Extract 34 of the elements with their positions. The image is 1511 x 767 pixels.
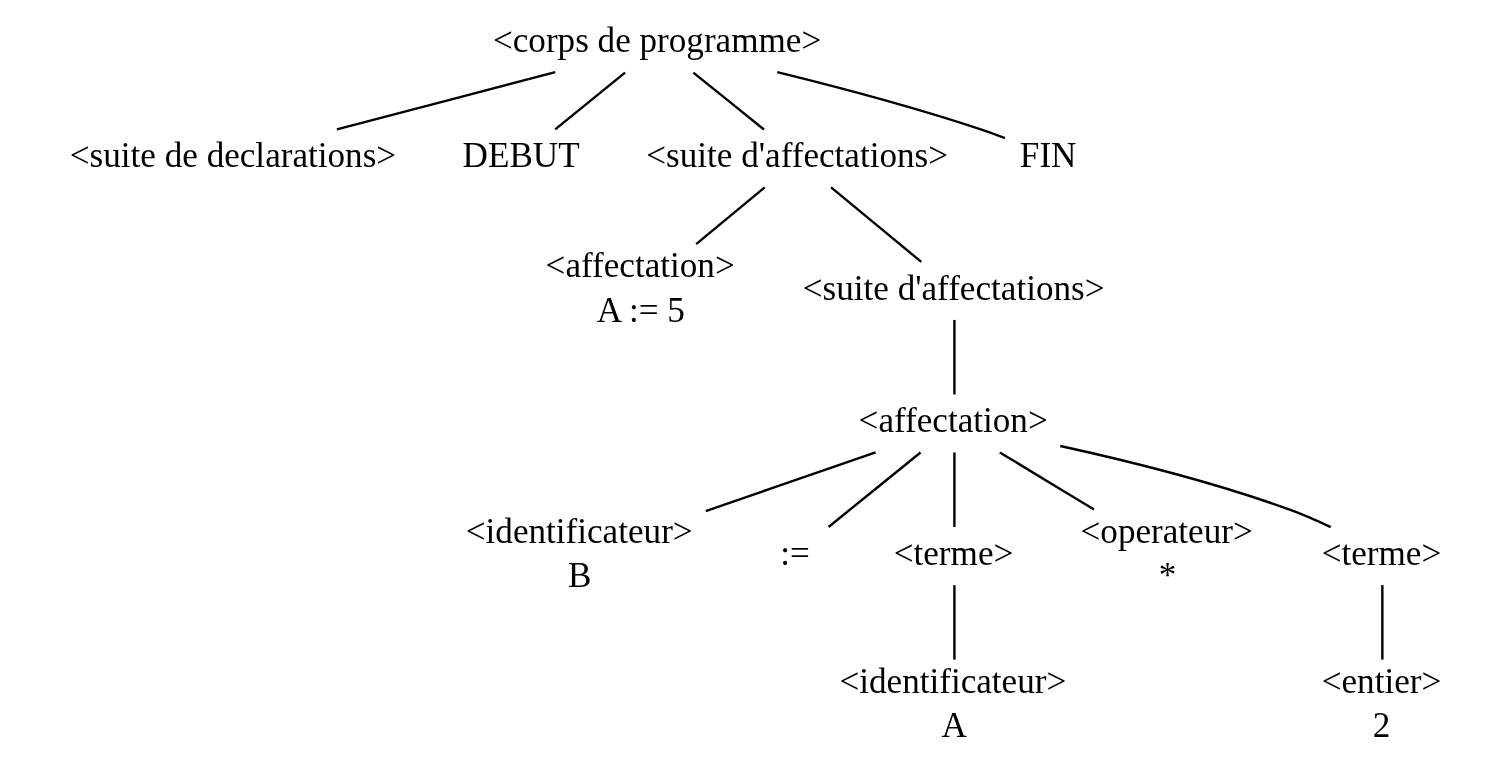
connector [704,451,876,513]
node-text: <identificateur> [838,661,1066,701]
node-text: <terme> [893,533,1013,573]
connector [692,71,765,131]
connector [827,451,921,528]
node-label: A [941,706,967,746]
node-text: <suite d'affectations> [802,268,1105,308]
node-text: DEBUT [462,136,580,176]
node-text: <terme> [1321,533,1441,573]
node-label: * [1158,556,1176,596]
node-text: <affectation> [545,246,735,286]
connector [998,451,1095,511]
node-text: <suite d'affectations> [645,136,948,176]
node-text: <affectation> [858,401,1048,441]
connector [1380,585,1384,660]
connector [952,585,956,660]
node-text: := [779,533,810,573]
node-text: <suite de declarations> [69,136,396,176]
connector [336,71,556,131]
connector [776,71,1005,140]
connector [553,71,626,131]
connector [829,186,922,263]
connector [694,186,765,245]
node-label: 2 [1372,706,1390,746]
node-text: <entier> [1321,661,1441,701]
node-text: <corps de programme> [492,21,821,61]
node-label: B [567,556,591,596]
node-text: <operateur> [1080,511,1253,551]
node-text: FIN [1019,136,1076,176]
connector [1059,444,1331,529]
node-text: <identificateur> [465,511,693,551]
connector [952,319,956,395]
connector [952,452,956,527]
node-label: A := 5 [596,291,685,331]
